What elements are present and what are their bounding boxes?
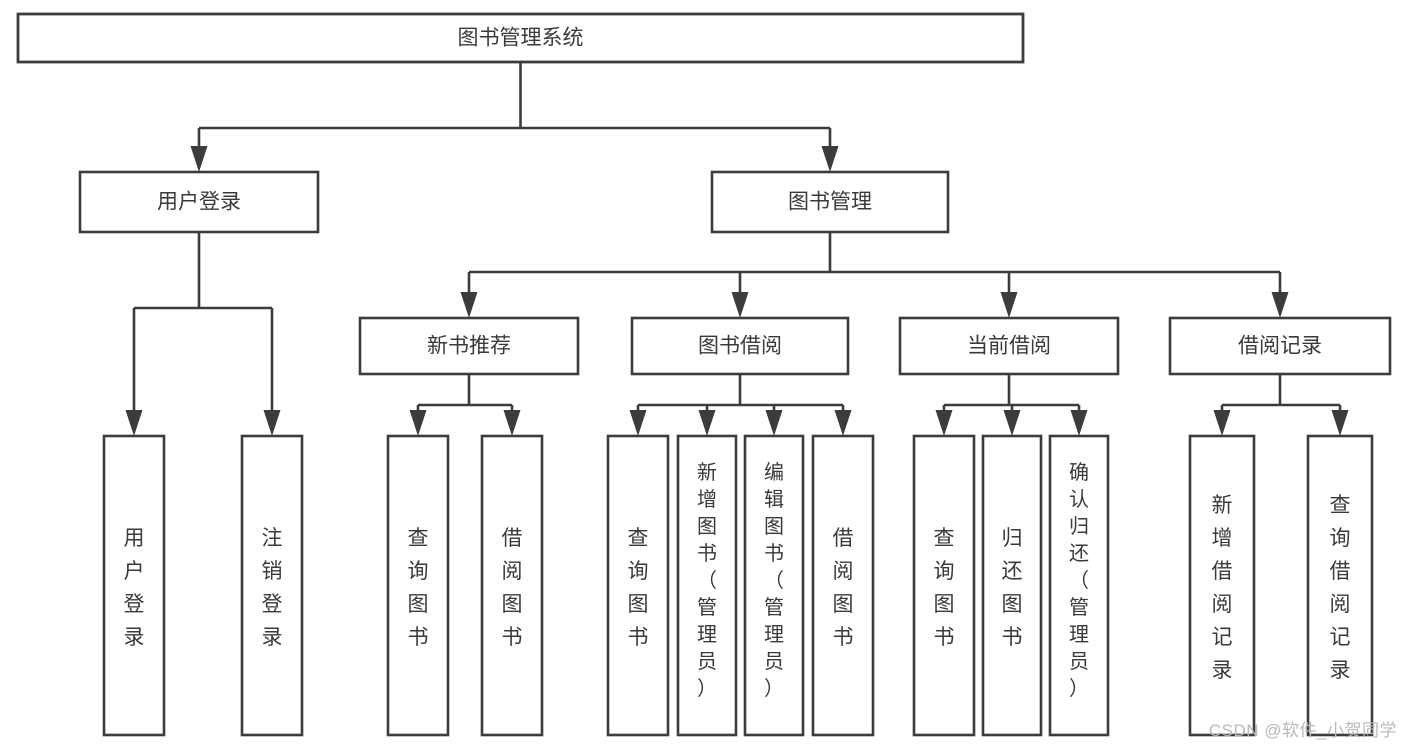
node-leaf-confirm-return[interactable]: 确认归还（管理员） [1048,434,1110,737]
node-book-manage[interactable]: 图书管理 [710,170,950,234]
node-label-vertical: 注销登录 [262,527,283,649]
arrow-head-icon [731,292,749,318]
node-label-vertical: 查询图书 [934,527,955,649]
node-box[interactable] [743,434,805,737]
node-label: 图书借阅 [698,335,782,358]
arrow-head-icon [503,410,521,436]
arrow-head-icon [821,146,839,172]
node-box[interactable] [1168,316,1392,376]
arrow-head-icon [125,410,143,436]
arrow-head-icon [1003,410,1021,436]
node-box[interactable] [811,434,875,737]
node-leaf-borrow-book-a[interactable]: 借阅图书 [480,434,544,737]
node-box[interactable] [240,434,304,737]
node-user-login[interactable]: 用户登录 [78,170,320,234]
arrow-head-icon [698,410,716,436]
node-leaf-user-login[interactable]: 用户登录 [102,434,166,737]
arrow-head-icon [263,410,281,436]
node-label-vertical: 查询图书 [408,527,429,649]
node-root[interactable]: 图书管理系统 [16,12,1025,64]
node-leaf-borrow-book-b[interactable]: 借阅图书 [811,434,875,737]
node-label: 图书管理系统 [458,27,584,50]
node-leaf-query-book-a[interactable]: 查询图书 [386,434,450,737]
node-new-book-rec[interactable]: 新书推荐 [358,316,580,376]
arrow-head-icon [765,410,783,436]
node-current-borrow[interactable]: 当前借阅 [898,316,1120,376]
node-book-borrow[interactable]: 图书借阅 [630,316,850,376]
node-box[interactable] [480,434,544,737]
node-leaf-return-book[interactable]: 归还图书 [981,434,1043,737]
arrow-head-icon [409,410,427,436]
node-label-vertical: 归还图书 [1002,527,1023,649]
arrow-head-icon [460,292,478,318]
node-leaf-add-book[interactable]: 新增图书（管理员） [676,434,738,737]
node-label-vertical: 用户登录 [124,527,145,649]
node-label: 图书管理 [788,191,872,214]
node-label-vertical: 新增图书（管理员） [697,461,717,700]
arrow-head-icon [1000,292,1018,318]
node-box[interactable] [1306,434,1374,737]
node-box[interactable] [1048,434,1110,737]
node-leaf-query-book-c[interactable]: 查询图书 [912,434,976,737]
node-box[interactable] [386,434,450,737]
node-layer: 图书管理系统用户登录图书管理新书推荐图书借阅当前借阅借阅记录用户登录注销登录查询… [16,12,1392,737]
node-label: 当前借阅 [967,335,1051,358]
connector-layer [125,62,1349,436]
node-box[interactable] [1188,434,1256,737]
node-leaf-query-book-b[interactable]: 查询图书 [606,434,670,737]
node-label-vertical: 查询借阅记录 [1330,494,1351,682]
node-box[interactable] [676,434,738,737]
node-label-vertical: 借阅图书 [502,527,523,649]
node-label-vertical: 查询图书 [628,527,649,649]
node-label-vertical: 编辑图书（管理员） [764,461,784,700]
node-label: 用户登录 [157,191,241,214]
arrow-head-icon [629,410,647,436]
node-box[interactable] [898,316,1120,376]
node-box[interactable] [710,170,950,234]
node-leaf-query-record[interactable]: 查询借阅记录 [1306,434,1374,737]
node-box[interactable] [630,316,850,376]
node-label-vertical: 借阅图书 [833,527,854,649]
arrow-head-icon [1331,410,1349,436]
node-box[interactable] [981,434,1043,737]
node-box[interactable] [16,12,1025,64]
node-box[interactable] [358,316,580,376]
arrow-head-icon [1271,292,1289,318]
arrow-head-icon [1213,410,1231,436]
node-box[interactable] [606,434,670,737]
node-leaf-edit-book[interactable]: 编辑图书（管理员） [743,434,805,737]
node-borrow-record[interactable]: 借阅记录 [1168,316,1392,376]
arrow-head-icon [834,410,852,436]
arrow-head-icon [190,146,208,172]
node-box[interactable] [78,170,320,234]
node-label: 新书推荐 [427,335,511,358]
arrow-head-icon [935,410,953,436]
node-box[interactable] [102,434,166,737]
arrow-head-icon [1070,410,1088,436]
node-leaf-add-record[interactable]: 新增借阅记录 [1188,434,1256,737]
node-box[interactable] [912,434,976,737]
node-label-vertical: 确认归还（管理员） [1069,461,1089,700]
node-leaf-logout[interactable]: 注销登录 [240,434,304,737]
node-label: 借阅记录 [1238,335,1322,358]
node-label-vertical: 新增借阅记录 [1212,494,1233,682]
